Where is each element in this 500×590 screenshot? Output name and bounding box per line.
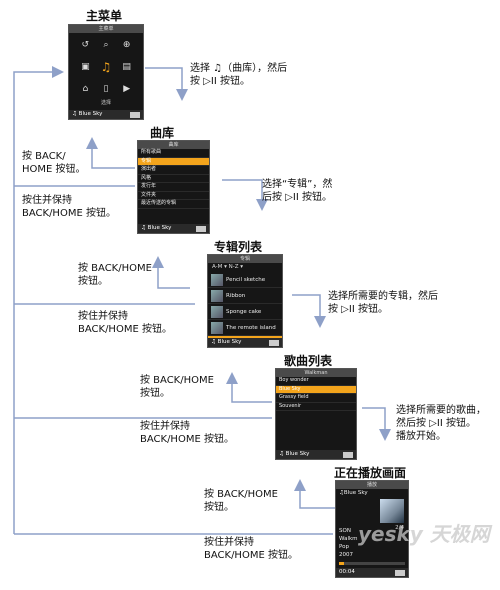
genre-line: Pop [339, 544, 349, 550]
screen-footer: ♫ Blue Sky [276, 450, 356, 459]
album-label: Sponge cake [226, 308, 262, 315]
list-item[interactable]: 专辑 [138, 157, 209, 166]
song-item[interactable]: Souvenir [276, 403, 356, 411]
battery-icon [269, 340, 279, 346]
library-list: 所有歌曲专辑演出者风格发行年文件夹最近传送的专辑 [138, 149, 209, 209]
step5-hold-text: 按住并保持 BACK/HOME 按钮。 [204, 537, 298, 561]
screen-footer: ♫ Blue Sky [138, 224, 209, 233]
list-item[interactable]: 所有歌曲 [138, 149, 209, 158]
main-menu-screen: 主菜单 ↺ ⌕ ⊕ ▣ ♫ ▤ ⌂ ▯ ▶ 选择 ♫ Blue Sky [68, 24, 144, 120]
home-icon[interactable]: ↺ [81, 40, 90, 50]
footer-song: ♫ Blue Sky [211, 339, 242, 345]
list-item[interactable]: 演出者 [138, 166, 209, 175]
song-item[interactable]: Grassy field [276, 394, 356, 403]
step3-hold-text: 按住并保持 BACK/HOME 按钮。 [78, 311, 172, 335]
now-playing-screen: 播放 ♫Blue Sky 2/4 SON Walkm Pop 2007 00:0… [335, 480, 409, 578]
album-label: Pencil sketche [226, 276, 266, 283]
main-menu-title: 主菜单 [86, 9, 123, 23]
battery-icon [343, 452, 353, 458]
chevron-down-icon: ▾ [240, 264, 244, 270]
album-art [380, 499, 404, 523]
now-playing-title: 正在播放画面 [334, 466, 407, 480]
music-note-icon[interactable]: ♫ [100, 60, 112, 74]
image-icon[interactable]: ▣ [81, 62, 90, 72]
library-title: 曲库 [150, 126, 175, 140]
now-playing-song: ♫Blue Sky [339, 490, 368, 496]
footer-song: ♫ Blue Sky [279, 451, 310, 457]
document-icon[interactable]: ▯ [103, 84, 109, 94]
toolbox-icon[interactable]: ⌂ [82, 84, 89, 94]
year-line: 2007 [339, 552, 353, 558]
song-item[interactable]: Boy wonder [276, 377, 356, 386]
battery-icon [130, 112, 140, 118]
song-item[interactable]: Blue Sky [276, 385, 356, 394]
screen-header: 主菜单 [69, 25, 143, 33]
step2-back-text: 按 BACK/ HOME 按钮。 [22, 151, 86, 175]
song-list-title: 歌曲列表 [284, 354, 333, 368]
screen-footer: 00:04 [336, 568, 408, 577]
chevron-down-icon: ▾ [224, 264, 229, 270]
screen-header: 曲库 [138, 141, 209, 149]
album-thumbnail [211, 321, 223, 334]
list-item[interactable]: 发行年 [138, 183, 209, 192]
album-item[interactable]: The remote island [208, 320, 282, 336]
step3-back-text: 按 BACK/HOME 按钮。 [78, 263, 152, 287]
screen-header: 播放 [336, 481, 408, 489]
list-item[interactable]: 风格 [138, 175, 209, 183]
library-screen: 曲库 所有歌曲专辑演出者风格发行年文件夹最近传送的专辑 ♫ Blue Sky [137, 140, 210, 234]
footer-song: ♫ Blue Sky [72, 111, 103, 117]
step1-instruction: 选择 ♫（曲库），然后 按 ▷II 按钮。 [190, 63, 288, 87]
plus-icon[interactable]: ⊕ [122, 40, 131, 50]
album-list-title: 专辑列表 [214, 240, 263, 254]
selected-caption: 选择 [100, 100, 111, 106]
album-item[interactable]: Sponge cake [208, 304, 282, 320]
album-item[interactable]: Pencil sketche [208, 272, 282, 288]
album-label: Ribbon [226, 292, 246, 299]
step4-instruction: 选择所需要的歌曲， 然后按 ▷II 按钮。 播放开始。 [396, 405, 486, 442]
progress-bar [339, 562, 405, 565]
battery-icon [196, 226, 206, 232]
artist-line: SON [339, 528, 351, 534]
screen-header: Walkman [276, 369, 356, 377]
watermark-logo: yesky 天极网 [358, 522, 490, 546]
step3-instruction: 选择所需要的专辑，然后 按 ▷II 按钮。 [328, 291, 438, 315]
album-line: Walkm [339, 536, 358, 542]
screen-footer: ♫ Blue Sky [69, 110, 143, 119]
screen-footer: ♫ Blue Sky [208, 338, 282, 347]
album-item[interactable]: Ribbon [208, 288, 282, 304]
step4-hold-text: 按住并保持 BACK/HOME 按钮。 [140, 421, 234, 445]
step4-back-text: 按 BACK/HOME 按钮。 [140, 375, 214, 399]
search-icon[interactable]: ⌕ [103, 40, 109, 50]
album-thumbnail [211, 273, 223, 286]
list-item[interactable]: 文件夹 [138, 192, 209, 200]
tab-n-z[interactable]: N-Z [228, 264, 239, 270]
screen-header: 专辑 [208, 255, 282, 263]
step5-back-text: 按 BACK/HOME 按钮。 [204, 489, 278, 513]
elapsed-time: 00:04 [339, 569, 355, 575]
step2-hold-text: 按住并保持 BACK/HOME 按钮。 [22, 195, 116, 219]
step2-instruction: 选择“专辑”，然 后按 ▷II 按钮。 [262, 179, 333, 203]
track-counter: 2/4 [395, 525, 404, 531]
album-tabs: A-M ▾ N-Z ▾ [208, 263, 282, 272]
album-thumbnail [211, 289, 223, 302]
film-icon[interactable]: ▤ [122, 62, 131, 72]
footer-song: ♫ Blue Sky [141, 225, 172, 231]
tab-a-m[interactable]: A-M [212, 264, 223, 270]
battery-icon [395, 570, 405, 576]
list-item[interactable]: 最近传送的专辑 [138, 200, 209, 209]
album-label: The remote island [226, 324, 276, 331]
video-icon[interactable]: ▶ [123, 84, 131, 94]
menu-icon-grid: ↺ ⌕ ⊕ ▣ ♫ ▤ ⌂ ▯ ▶ [75, 37, 137, 97]
album-thumbnail [211, 305, 223, 318]
